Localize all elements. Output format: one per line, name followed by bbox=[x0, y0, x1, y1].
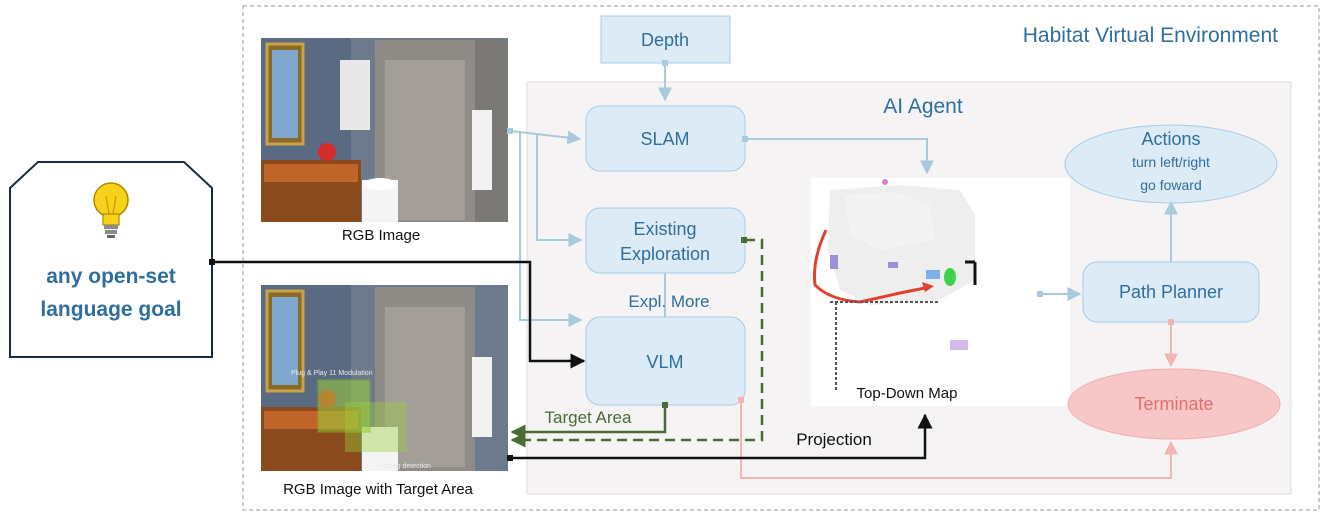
vlm-label: VLM bbox=[646, 352, 683, 372]
agent-title: AI Agent bbox=[883, 95, 963, 118]
depth-label: Depth bbox=[641, 30, 689, 50]
lightbulb-icon bbox=[93, 182, 129, 238]
connector-rgb-vlm bbox=[519, 133, 583, 327]
actions-line2: go foward bbox=[1140, 177, 1201, 193]
connector-dot-vlm-pink bbox=[738, 397, 744, 403]
connector-dot-planner-pink bbox=[1168, 319, 1174, 325]
path-planner-label: Path Planner bbox=[1119, 282, 1223, 302]
connector-dot-depth bbox=[662, 60, 668, 66]
exploration-label-line1: Existing bbox=[633, 219, 696, 239]
depth-node bbox=[600, 15, 731, 64]
connector-projection bbox=[510, 413, 933, 460]
slam-label: SLAM bbox=[640, 129, 689, 149]
connector-rgb-slam bbox=[509, 130, 582, 145]
connector-dot-vlm-green bbox=[662, 402, 668, 408]
exploration-label-line2: Exploration bbox=[620, 244, 710, 264]
terminate-node bbox=[1067, 368, 1281, 440]
connector-exploration-feedback bbox=[510, 238, 764, 448]
target-area-label: Target Area bbox=[545, 408, 632, 427]
top-down-map-caption: Top-Down Map bbox=[857, 385, 958, 402]
rgb-image bbox=[261, 38, 508, 222]
connector-target-area bbox=[510, 405, 667, 440]
actions-title: Actions bbox=[1141, 129, 1200, 149]
connector-vlm-terminate bbox=[740, 400, 1178, 479]
environment-title: Habitat Virtual Environment bbox=[1023, 24, 1278, 47]
rgb-image-caption: RGB Image bbox=[342, 227, 420, 244]
connector-dot-goal bbox=[209, 259, 215, 265]
connector-dot-map bbox=[1037, 291, 1043, 297]
goal-text-line2: language goal bbox=[40, 298, 181, 321]
actions-node bbox=[1064, 124, 1278, 204]
connector-dot-exploration-green bbox=[741, 237, 747, 243]
goal-box bbox=[9, 161, 213, 358]
actions-line1: turn left/right bbox=[1132, 154, 1210, 170]
connector-goal-vlm bbox=[212, 260, 586, 369]
projection-label: Projection bbox=[796, 430, 872, 449]
connector-rgb-exploration bbox=[536, 133, 583, 247]
connector-dot-slam bbox=[742, 136, 748, 142]
rgb-target-image-caption: RGB Image with Target Area bbox=[283, 481, 473, 498]
environment-boundary bbox=[242, 5, 1320, 511]
connector-dot-target bbox=[507, 455, 513, 461]
terminate-label: Terminate bbox=[1134, 394, 1213, 414]
top-down-map bbox=[811, 178, 1070, 406]
goal-text-line1: any open-set bbox=[46, 265, 176, 288]
target-area-overlay-secondary bbox=[345, 402, 407, 452]
target-area-overlay bbox=[317, 379, 371, 433]
rgb-target-image: Plug & Play 11 Modulation Existing detec… bbox=[261, 285, 508, 471]
target-overlay-bottom-label: Existing detection bbox=[376, 463, 431, 470]
connector-dot-rgb bbox=[507, 128, 513, 134]
connector-slam-map bbox=[745, 138, 934, 175]
expl-more-label: Expl. More bbox=[628, 292, 709, 311]
target-overlay-top-label: Plug & Play 11 Modulation bbox=[291, 370, 373, 377]
